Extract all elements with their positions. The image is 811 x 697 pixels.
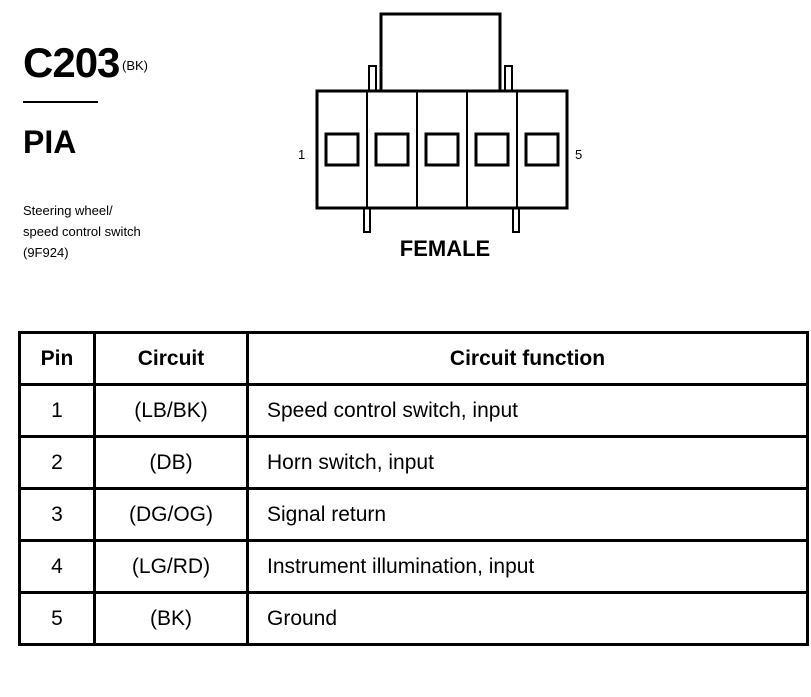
description-line: (9F924) [23,245,69,260]
pin-cavity-2 [374,132,410,167]
pin-number: 1 [18,383,96,438]
circuit-function: Speed control switch, input [246,383,809,438]
gender-label: FEMALE [400,236,490,261]
table-row: 3 (DG/OG) Signal return [18,487,809,542]
bottom-post-left [363,207,371,233]
table-row: 4 (LG/RD) Instrument illumination, input [18,539,809,594]
pin-cavity-5 [524,132,560,167]
circuit-function: Instrument illumination, input [246,539,809,594]
pin-number: 2 [18,435,96,490]
header-circuit-function: Circuit function [246,331,809,386]
circuit-function: Signal return [246,487,809,542]
top-post-right [504,65,513,92]
header-pin: Pin [18,331,96,386]
locking-tab [379,12,502,91]
circuit-code: (BK) [93,591,249,646]
connector-description: Steering wheel/ speed control switch (9F… [23,200,141,263]
circuit-function: Ground [246,591,809,646]
pin-number: 5 [18,591,96,646]
description-line: speed control switch [23,224,141,239]
bottom-post-right [512,207,520,233]
pin-number: 4 [18,539,96,594]
circuit-code: (DB) [93,435,249,490]
header-circuit: Circuit [93,331,249,386]
connector-face-diagram: 1 5 FEMALE [298,12,582,261]
pin-cavity-3 [424,132,460,167]
table-row: 1 (LB/BK) Speed control switch, input [18,383,809,438]
description-line: Steering wheel/ [23,203,113,218]
pin-cavity-4 [474,132,510,167]
table-row: 2 (DB) Horn switch, input [18,435,809,490]
circuit-function: Horn switch, input [246,435,809,490]
connector-id: C203 [23,39,120,86]
circuit-code: (LB/BK) [93,383,249,438]
connector-color-code: (BK) [122,58,148,73]
pin-number: 3 [18,487,96,542]
table-row: 5 (BK) Ground [18,591,809,646]
pin-table: Pin Circuit Circuit function 1 (LB/BK) S… [18,331,809,646]
location-code: PIA [23,124,77,160]
pin-end-label: 5 [575,147,582,162]
pin-start-label: 1 [298,147,305,162]
pin-cavity-1 [324,132,360,167]
top-post-left [368,65,377,92]
circuit-code: (LG/RD) [93,539,249,594]
title-underline [23,101,98,103]
table-header-row: Pin Circuit Circuit function [18,331,809,386]
circuit-code: (DG/OG) [93,487,249,542]
